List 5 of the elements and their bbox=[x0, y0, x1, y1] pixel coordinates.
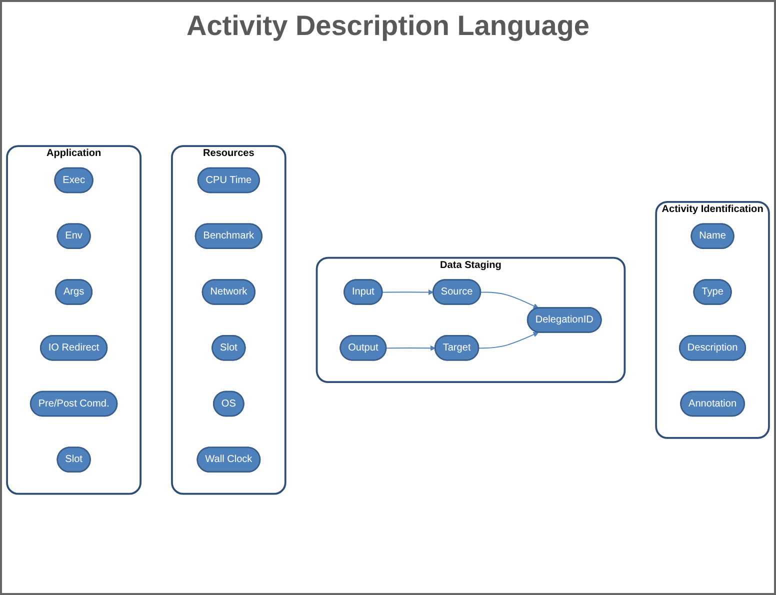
arrow bbox=[480, 291, 539, 308]
arrow bbox=[386, 344, 436, 350]
diagram-title: Activity Description Language bbox=[186, 10, 590, 42]
arrow bbox=[478, 331, 539, 348]
arrow bbox=[382, 289, 434, 295]
